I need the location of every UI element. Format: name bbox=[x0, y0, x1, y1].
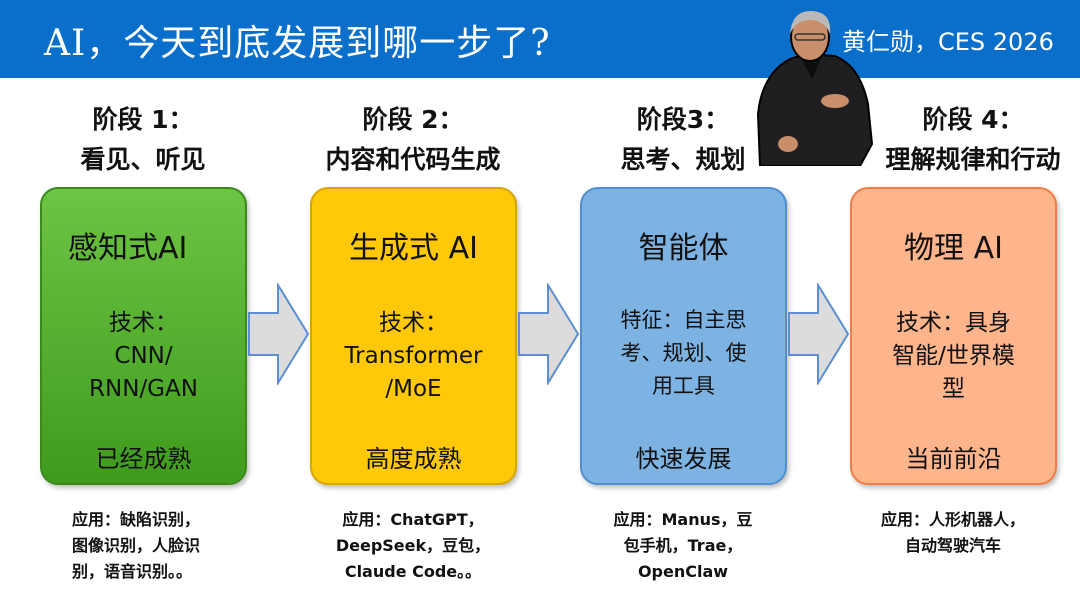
stage-tech: 技术：具身 智能/世界模 型 bbox=[892, 310, 1015, 402]
stage-apps: 应用：人形机器人， 自动驾驶汽车 bbox=[880, 510, 1025, 555]
speaker-photo bbox=[756, 10, 874, 166]
stage-label: 阶段3： bbox=[636, 105, 730, 134]
stage-tech: 技术： CNN/ RNN/GAN bbox=[89, 310, 198, 402]
stage-tech: 特征：自主思 考、规划、使 用工具 bbox=[620, 308, 747, 398]
stage-box: 生成式 AI 技术： Transformer /MoE 高度成熟 bbox=[310, 187, 517, 485]
stage-name: 感知式AI bbox=[68, 231, 188, 266]
stage-apps: 应用：ChatGPT， DeepSeek，豆包， Claude Code。。 bbox=[335, 510, 491, 581]
stage-status: 快速发展 bbox=[635, 445, 732, 473]
stage-goal: 内容和代码生成 bbox=[325, 145, 501, 174]
stage-goal: 思考、规划 bbox=[620, 145, 746, 174]
arrow-right-icon bbox=[248, 283, 310, 385]
stage-status: 已经成熟 bbox=[95, 445, 192, 473]
stage-box: 物理 AI 技术：具身 智能/世界模 型 当前前沿 bbox=[850, 187, 1057, 485]
stage-label: 阶段 4： bbox=[922, 105, 1024, 134]
stage-box: 智能体 特征：自主思 考、规划、使 用工具 快速发展 bbox=[580, 187, 787, 485]
stage-label: 阶段 2： bbox=[362, 105, 464, 134]
arrow-right-icon bbox=[518, 283, 580, 385]
stage-apps: 应用：Manus，豆 包手机，Trae， OpenClaw bbox=[613, 510, 753, 581]
stage-name: 物理 AI bbox=[904, 231, 1003, 266]
stage-goal: 理解规律和行动 bbox=[885, 145, 1061, 174]
stage-name: 智能体 bbox=[638, 231, 729, 266]
speaker-caption: 黄仁勋，CES 2026 bbox=[842, 28, 1054, 56]
stage-goal: 看见、听见 bbox=[80, 145, 206, 174]
stage-status: 高度成熟 bbox=[365, 445, 462, 473]
stage-status: 当前前沿 bbox=[905, 445, 1002, 473]
stage-apps: 应用：缺陷识别， 图像识别，人脸识 别，语音识别。。 bbox=[72, 510, 201, 581]
stage-label: 阶段 1： bbox=[92, 105, 194, 134]
stage-tech: 技术： Transformer /MoE bbox=[344, 310, 483, 402]
stage-box: 感知式AI 技术： CNN/ RNN/GAN 已经成熟 bbox=[40, 187, 247, 485]
slide-title: AI，今天到底发展到哪一步了? bbox=[44, 23, 551, 64]
stage-name: 生成式 AI bbox=[349, 231, 478, 266]
title-bar: AI，今天到底发展到哪一步了? 黄仁勋，CES 2026 bbox=[0, 0, 1080, 78]
arrow-right-icon bbox=[788, 283, 850, 385]
